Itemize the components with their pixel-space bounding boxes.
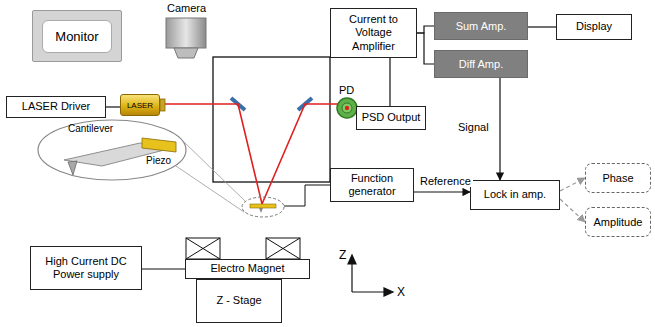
node-text: LASER Driver [22,100,90,113]
edge-label-text: Signal [458,121,489,133]
node-text: Function generator [335,172,409,198]
laser-lens [160,99,165,111]
cantilever-small [242,197,284,217]
node-text: High Current DC Power supply [35,255,137,281]
amplifier-box: Diff Amp. [434,50,528,78]
lockin-box: Lock in amp. [470,180,560,210]
camera-icon [166,18,206,58]
connector [106,106,120,107]
output-box: PSD Output [356,106,426,130]
edge-label: Reference [418,175,473,187]
microscope-frame [213,57,330,182]
node-text: Z - Stage [216,294,261,307]
node-text: Lock in amp. [484,188,546,201]
node-text: LASER [127,101,153,110]
edge-label: Signal [456,121,491,133]
connector [417,33,434,64]
node-text: Current to Voltage Amplifier [335,13,412,53]
label-text: Cantilever [68,123,113,134]
photodiode [337,98,357,118]
part-label: Piezo [146,155,171,166]
label-text: PD [339,84,354,96]
connector [414,191,470,192]
display-box: Display [556,14,632,40]
connector [560,199,585,222]
connector [417,26,434,33]
label-text: Piezo [146,155,171,166]
connector [499,78,500,180]
node-text: Electro Magnet [211,262,285,275]
node-text: Phase [602,172,633,184]
node-text: Diff Amp. [459,58,503,70]
output-box: Phase [585,163,651,193]
output-box: Amplitude [585,207,651,237]
amplifier-box: Current to Voltage Amplifier [330,8,417,58]
axis-label: X [397,285,405,299]
label-text: X [397,285,405,299]
part-label: Cantilever [68,123,113,134]
magnet-box: Electro Magnet [185,259,310,279]
driver-box: LASER Driver [6,96,106,118]
monitor-box: Monitor [32,10,122,62]
node-text: PSD Output [362,111,421,124]
node-text: Monitor [42,20,111,53]
node-text: Display [576,20,612,33]
drive-wire [284,185,330,206]
coil [186,238,300,259]
connector [560,178,585,191]
connector [142,268,185,269]
connector [528,26,556,27]
label-text: Z [339,248,346,262]
axis-label: Z [339,248,346,262]
power-supply-box: High Current DC Power supply [30,246,142,290]
edge-label-text: Reference [420,175,471,187]
laser-beam [160,104,340,204]
cantilever-zoom [38,120,186,180]
node-text: Sum Amp. [456,20,507,32]
axes [348,255,393,296]
part-label: PD [339,84,354,96]
generator-box: Function generator [330,168,414,202]
node-text: Amplitude [594,216,643,228]
label-text: Camera [167,2,206,14]
camera-label: Camera [167,2,206,14]
laser-source: LASER [120,94,160,116]
amplifier-box: Sum Amp. [434,12,528,40]
zoom-leader [176,166,244,212]
connector [389,58,390,106]
stage-box: Z - Stage [196,279,282,323]
